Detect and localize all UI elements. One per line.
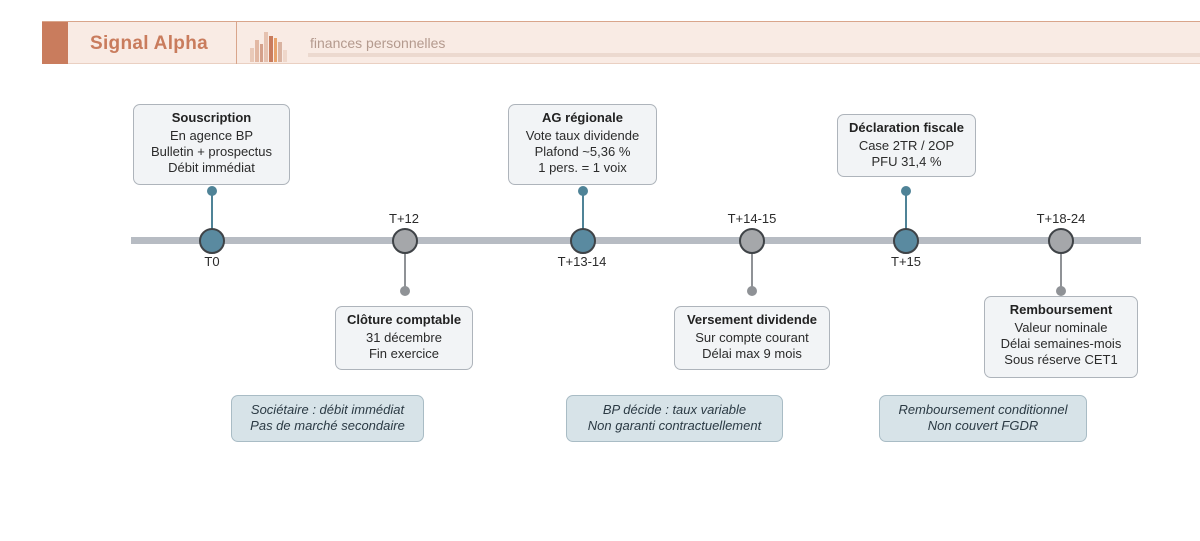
- note-box: Remboursement conditionnel Non couvert F…: [879, 395, 1087, 442]
- event-card-remboursement: Remboursement Valeur nominale Délai sema…: [984, 296, 1138, 378]
- bar-chart-icon: [250, 32, 287, 62]
- event-connector-dot: [400, 286, 410, 296]
- event-title: Versement dividende: [686, 312, 818, 327]
- event-connector-dot: [901, 186, 911, 196]
- note-text: Non garanti contractuellement: [587, 418, 762, 433]
- event-connector: [751, 254, 753, 290]
- event-detail: Bulletin + prospectus: [150, 144, 273, 159]
- event-detail: Débit immédiat: [168, 160, 255, 175]
- timeline-node: [570, 228, 596, 254]
- event-detail: PFU 31,4 %: [871, 154, 942, 169]
- note-box: BP décide : taux variable Non garanti co…: [566, 395, 783, 442]
- event-connector: [404, 254, 406, 290]
- timeline-node: [1048, 228, 1074, 254]
- event-detail: Case 2TR / 2OP: [858, 138, 955, 153]
- timeline-label: T0: [204, 254, 220, 269]
- note-text: Remboursement conditionnel: [898, 402, 1068, 417]
- header-bar: Signal Alpha finances personnelles: [42, 21, 1200, 64]
- note-text: BP décide : taux variable: [602, 402, 747, 417]
- event-detail: Délai max 9 mois: [702, 346, 802, 361]
- timeline-label: T+15: [891, 254, 921, 269]
- event-connector: [1060, 254, 1062, 290]
- header-color-swatch: [42, 22, 68, 64]
- timeline-node: [199, 228, 225, 254]
- event-detail: Sur compte courant: [695, 330, 809, 345]
- header-tagline: finances personnelles: [310, 35, 446, 51]
- event-connector-dot: [747, 286, 757, 296]
- note-box: Sociétaire : débit immédiat Pas de march…: [231, 395, 424, 442]
- event-detail: En agence BP: [169, 128, 254, 143]
- brand-title: Signal Alpha: [90, 33, 208, 54]
- event-title: Clôture comptable: [346, 312, 462, 327]
- event-title: Souscription: [171, 110, 252, 125]
- event-connector: [905, 192, 907, 230]
- timeline-node: [392, 228, 418, 254]
- event-card-ag-regionale: AG régionale Vote taux dividende Plafond…: [508, 104, 657, 185]
- timeline-label: T+18-24: [1036, 211, 1086, 226]
- event-detail: Vote taux dividende: [525, 128, 640, 143]
- timeline-node: [893, 228, 919, 254]
- event-detail: Délai semaines-mois: [1000, 336, 1122, 351]
- event-detail: 1 pers. = 1 voix: [538, 160, 627, 175]
- event-card-versement: Versement dividende Sur compte courant D…: [674, 306, 830, 370]
- note-text: Non couvert FGDR: [927, 418, 1039, 433]
- timeline-label: T+13-14: [557, 254, 607, 269]
- event-connector: [582, 188, 584, 230]
- timeline-axis: [131, 237, 1141, 244]
- note-text: Pas de marché secondaire: [250, 418, 405, 433]
- event-connector-dot: [207, 186, 217, 196]
- header-divider: [236, 22, 237, 64]
- event-detail: Valeur nominale: [1014, 320, 1108, 335]
- event-card-declaration: Déclaration fiscale Case 2TR / 2OP PFU 3…: [837, 114, 976, 177]
- timeline-label: T+12: [389, 211, 419, 226]
- event-detail: Fin exercice: [368, 346, 440, 361]
- event-title: AG régionale: [542, 110, 623, 125]
- timeline-label: T+14-15: [727, 211, 777, 226]
- event-card-souscription: Souscription En agence BP Bulletin + pro…: [133, 104, 290, 185]
- event-card-cloture: Clôture comptable 31 décembre Fin exerci…: [335, 306, 473, 370]
- event-connector-dot: [1056, 286, 1066, 296]
- event-title: Déclaration fiscale: [849, 120, 964, 135]
- event-detail: 31 décembre: [366, 330, 442, 345]
- event-connector: [211, 188, 213, 230]
- event-title: Remboursement: [1009, 302, 1113, 317]
- header-underline: [308, 53, 1200, 57]
- event-detail: Sous réserve CET1: [1004, 352, 1118, 367]
- note-text: Sociétaire : débit immédiat: [250, 402, 405, 417]
- timeline-node: [739, 228, 765, 254]
- event-connector-dot: [578, 186, 588, 196]
- event-detail: Plafond ~5,36 %: [534, 144, 631, 159]
